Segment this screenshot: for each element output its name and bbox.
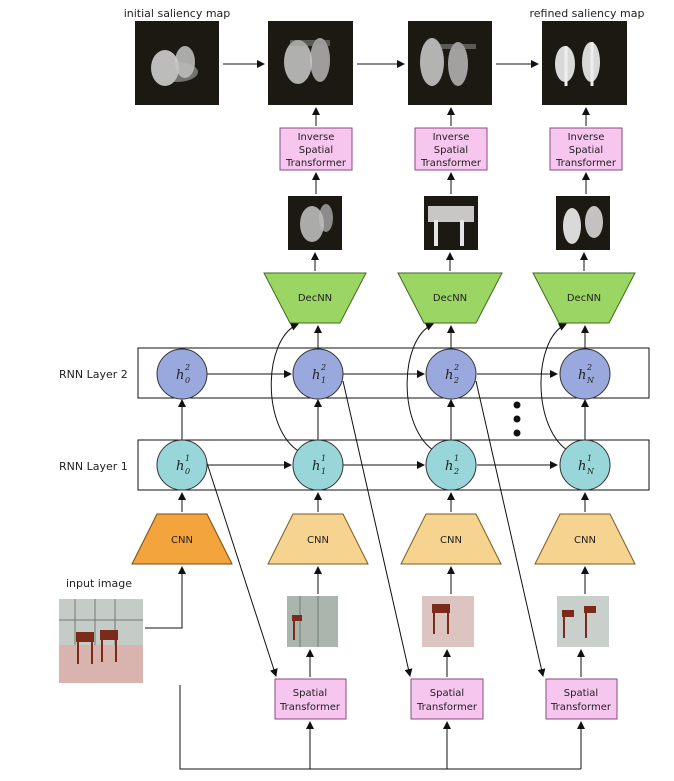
svg-text:Transformer: Transformer: [285, 158, 347, 169]
saliency-map-step1: [268, 21, 353, 105]
decnn-block-2: DecNN: [397, 272, 503, 324]
svg-text:1: 1: [454, 454, 459, 463]
saliency-map-step2: [408, 21, 492, 105]
svg-text:N: N: [586, 467, 595, 476]
rnn-layer2-frame: [137, 347, 650, 399]
arrow-curve-2: [406, 323, 437, 453]
cnn-block-2: CNN: [400, 513, 502, 565]
cnn-block-1: CNN: [267, 513, 369, 565]
arrow-diag-h10-st1: [205, 459, 278, 677]
spatial-transformer-2: Spatial Transformer: [410, 678, 484, 720]
arrow-input-cnn0: [145, 566, 186, 629]
decoded-patch-2: [424, 196, 478, 250]
svg-text:Spatial: Spatial: [299, 145, 333, 156]
svg-text:1: 1: [321, 376, 326, 385]
rnn-node-h2-0: h 2 0: [156, 348, 208, 400]
svg-text:2: 2: [320, 363, 326, 372]
svg-text:h: h: [312, 368, 320, 383]
arrow-curve-3: [540, 323, 571, 453]
arrow-curve-1: [270, 323, 301, 453]
svg-text:Transformer: Transformer: [279, 702, 341, 713]
rnn-node-h1-1: h 1 1: [292, 439, 344, 491]
svg-text:h: h: [578, 459, 586, 474]
svg-text:Spatial: Spatial: [569, 145, 603, 156]
rnn-node-h2-2: h 2 2: [425, 348, 477, 400]
svg-text:Transformer: Transformer: [555, 158, 617, 169]
svg-text:CNN: CNN: [574, 535, 596, 546]
ellipsis-dots: [513, 401, 521, 437]
initial-saliency-label: initial saliency map: [124, 7, 231, 20]
svg-text:CNN: CNN: [171, 535, 193, 546]
svg-text:N: N: [586, 376, 595, 385]
svg-text:Spatial: Spatial: [564, 688, 598, 699]
decoded-patch-1: [288, 196, 342, 250]
svg-text:1: 1: [321, 454, 326, 463]
cnn-block-0: CNN: [131, 513, 233, 565]
svg-text:h: h: [445, 368, 453, 383]
inverse-spatial-transformer-3: Inverse Spatial Transformer: [549, 127, 623, 171]
svg-text:DecNN: DecNN: [567, 293, 601, 304]
crop-patch-2: [422, 596, 474, 647]
svg-text:2: 2: [453, 363, 459, 372]
svg-text:Transformer: Transformer: [550, 702, 612, 713]
svg-text:h: h: [312, 459, 320, 474]
svg-text:Transformer: Transformer: [420, 158, 482, 169]
input-image-label: input image: [66, 577, 132, 590]
svg-text:Spatial: Spatial: [434, 145, 468, 156]
svg-text:2: 2: [586, 363, 592, 372]
svg-text:h: h: [176, 459, 184, 474]
rnn-layer1-frame: [137, 439, 650, 491]
rnn-node-h1-0: h 1 0: [156, 439, 208, 491]
rnn-node-h1-2: h 1 2: [425, 439, 477, 491]
svg-text:Spatial: Spatial: [430, 688, 464, 699]
rnn-node-h2-1: h 2 1: [292, 348, 344, 400]
decoded-patch-3: [556, 196, 610, 250]
svg-text:0: 0: [185, 376, 190, 385]
svg-text:2: 2: [184, 363, 190, 372]
arrow-diag-h22-st3: [475, 380, 546, 677]
svg-text:Transformer: Transformer: [416, 702, 478, 713]
crop-patch-3: [557, 596, 609, 647]
spatial-transformer-1: Spatial Transformer: [274, 678, 347, 720]
svg-text:h: h: [578, 368, 586, 383]
saliency-map-refined: [542, 21, 627, 105]
svg-text:Spatial: Spatial: [293, 688, 327, 699]
spatial-transformer-3: Spatial Transformer: [545, 678, 618, 720]
svg-text:h: h: [176, 368, 184, 383]
decnn-block-1: DecNN: [263, 272, 367, 324]
svg-text:0: 0: [185, 467, 190, 476]
svg-text:1: 1: [321, 467, 326, 476]
svg-text:Inverse: Inverse: [298, 132, 335, 143]
svg-text:Inverse: Inverse: [568, 132, 605, 143]
svg-text:Inverse: Inverse: [433, 132, 470, 143]
rnn-node-h1-N: h 1 N: [559, 439, 611, 491]
svg-text:CNN: CNN: [440, 535, 462, 546]
inverse-spatial-transformer-1: Inverse Spatial Transformer: [279, 127, 353, 171]
svg-text:2: 2: [453, 376, 459, 385]
svg-text:DecNN: DecNN: [433, 293, 467, 304]
inverse-spatial-transformer-2: Inverse Spatial Transformer: [414, 127, 488, 171]
svg-text:1: 1: [587, 454, 592, 463]
rnn-node-h2-N: h 2 N: [559, 348, 611, 400]
svg-text:2: 2: [453, 467, 459, 476]
svg-text:1: 1: [185, 454, 190, 463]
svg-text:h: h: [445, 459, 453, 474]
rnn-layer2-label: RNN Layer 2: [59, 368, 128, 381]
input-image: [59, 599, 143, 683]
svg-text:DecNN: DecNN: [298, 293, 332, 304]
svg-text:CNN: CNN: [307, 535, 329, 546]
arrow-diag-h21-st2: [342, 380, 413, 677]
crop-patch-1: [287, 596, 338, 647]
cnn-block-3: CNN: [534, 513, 636, 565]
rnn-layer1-label: RNN Layer 1: [59, 460, 128, 473]
decnn-block-3: DecNN: [532, 272, 636, 324]
saliency-map-initial: [135, 21, 219, 105]
refined-saliency-label: refined saliency map: [529, 7, 644, 20]
